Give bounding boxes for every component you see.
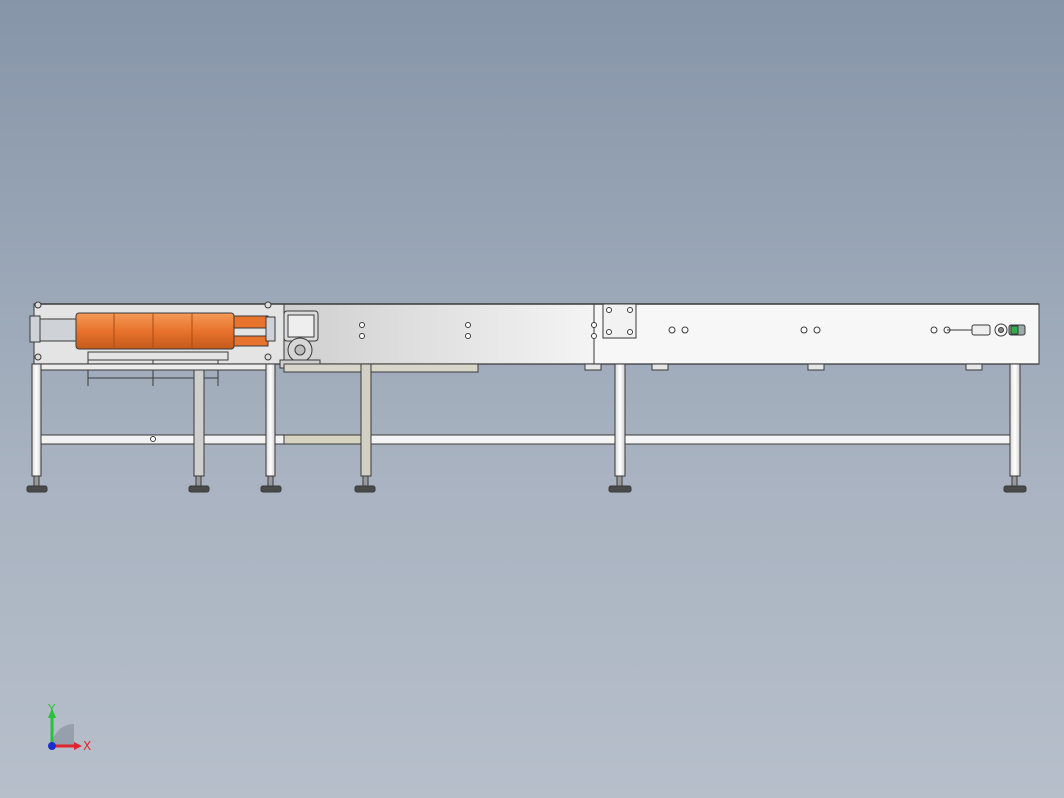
sensor-unit[interactable]: [947, 323, 1008, 337]
y-axis-arrowhead: [48, 708, 56, 718]
leg-6: [1003, 363, 1027, 493]
leg-4: [354, 363, 376, 493]
x-axis-label: X: [83, 739, 91, 753]
mounting-plate: [602, 303, 637, 339]
lower-guide-rail: [283, 363, 479, 373]
brace-bolt: [150, 436, 156, 442]
status-lamp: [1008, 324, 1026, 336]
cross-brace-mid-b: [363, 434, 621, 445]
under-bed-rail: [33, 363, 275, 371]
leg-1: [26, 363, 48, 493]
leg-3: [260, 363, 282, 493]
leg-2: [188, 369, 210, 493]
drive-roller[interactable]: [29, 301, 276, 361]
leg-5: [608, 363, 632, 493]
conveyor-assembly[interactable]: [26, 301, 1040, 493]
x-axis-arrowhead: [74, 742, 82, 750]
support-brackets: [584, 363, 983, 371]
triad-plane: [52, 724, 74, 746]
conveyor-bed-right-section: [593, 303, 1040, 365]
axis-triad: Y X: [47, 702, 91, 753]
cross-brace-left: [35, 434, 285, 445]
cross-brace-right: [619, 434, 1019, 445]
cross-brace-mid-a: [283, 434, 365, 445]
y-axis-label: Y: [47, 702, 56, 716]
z-axis-dot: [48, 742, 56, 750]
conveyor-bed-fade-section: [283, 303, 595, 365]
